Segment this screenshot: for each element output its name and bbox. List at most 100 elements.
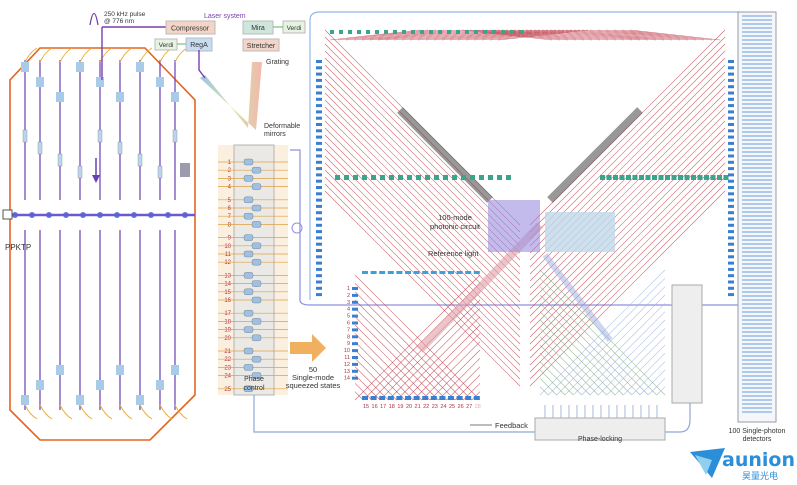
- waveguide-line: [377, 29, 469, 41]
- coupler: [465, 271, 472, 274]
- waveguide-line: [529, 169, 726, 366]
- coupler: [728, 217, 734, 221]
- waveguide-line: [529, 99, 726, 296]
- mode-number: 11: [225, 252, 232, 258]
- circuit-mode-number: 5: [347, 314, 350, 320]
- feedback-label: Feedback: [495, 421, 528, 430]
- waveguide-line: [354, 358, 397, 401]
- coupler: [422, 271, 429, 274]
- waveguide-line: [541, 29, 633, 41]
- phase-locking-label: Phase-locking: [578, 436, 622, 443]
- waveguide-line: [324, 85, 521, 282]
- coupler: [379, 271, 386, 274]
- mode-number: 4: [228, 185, 232, 191]
- beam-splitter: [375, 30, 379, 34]
- coupler: [728, 204, 734, 208]
- beam-splitter: [380, 175, 385, 180]
- beam-splitter-bank: [547, 107, 643, 203]
- phase-shifter: [251, 166, 262, 174]
- phase-shifter: [243, 288, 254, 295]
- coupler: [352, 321, 358, 325]
- coupler: [728, 173, 734, 177]
- waveguide-line: [539, 278, 657, 396]
- coupler: [316, 167, 322, 171]
- waveguide-line: [533, 29, 625, 41]
- circuit-mode-number: 26: [458, 404, 464, 410]
- waveguide-line: [354, 366, 389, 401]
- waveguide-line: [529, 43, 726, 240]
- beam-splitter: [613, 175, 618, 180]
- coupler: [728, 85, 734, 89]
- output-fiber: [59, 47, 73, 63]
- coupler: [316, 129, 322, 133]
- circuit-mode-number: 15: [363, 404, 369, 410]
- waveguide-line: [573, 303, 666, 396]
- output-fiber: [39, 404, 53, 420]
- coupler: [316, 85, 322, 89]
- deformable-label-2: mirrors: [264, 131, 286, 138]
- waveguide-line: [589, 29, 681, 41]
- circuit-mode-number: 17: [380, 404, 386, 410]
- beam-splitter: [425, 175, 430, 180]
- coupler: [352, 287, 358, 290]
- phase-shifter: [251, 242, 262, 250]
- waveguide-line: [581, 29, 673, 41]
- fiber-loop: [290, 149, 740, 306]
- beam-splitter: [335, 175, 340, 180]
- ppktp-crystal: [21, 395, 29, 405]
- waveguide-line: [509, 29, 601, 41]
- circuit-mode-number: 10: [344, 348, 350, 354]
- phase-shifter: [243, 385, 254, 392]
- waveguide-line: [324, 106, 521, 303]
- mode-number: 20: [224, 336, 231, 342]
- coupler: [316, 154, 322, 158]
- verdi-right-label: Verdi: [287, 25, 302, 32]
- phase-locking-box: [534, 417, 666, 441]
- detectors-label: 100 Single-photon: [729, 428, 786, 435]
- beam-splitter: [645, 175, 651, 180]
- phase-shifter: [243, 326, 254, 333]
- beam-splitter-bank: [397, 107, 493, 203]
- coupler: [728, 141, 734, 145]
- beam-splitter: [465, 30, 469, 34]
- waveguide-line: [529, 148, 726, 345]
- phase-shifter: [243, 234, 254, 241]
- waveguide-line: [529, 190, 726, 387]
- output-fiber: [139, 47, 153, 63]
- ppktp-crystal: [96, 380, 104, 390]
- coupler: [728, 223, 734, 227]
- output-fiber: [99, 47, 113, 63]
- verdi-left-label: Verdi: [159, 42, 174, 49]
- coupler: [352, 328, 358, 332]
- phase-shifter: [251, 318, 262, 325]
- waveguide-line: [324, 57, 521, 254]
- circuit-mode-number: 2: [347, 293, 350, 299]
- coupler: [316, 217, 322, 221]
- beam-splitter: [348, 30, 352, 34]
- coupler: [728, 192, 734, 196]
- coupler: [728, 198, 734, 202]
- waveguide-line: [354, 283, 472, 401]
- beam-splitter: [488, 175, 493, 180]
- waveguide-line: [539, 328, 607, 396]
- mode-number: 17: [224, 311, 231, 317]
- mode-number: 24: [224, 374, 231, 380]
- waveguide-line: [354, 333, 422, 401]
- waveguide-line: [413, 333, 481, 401]
- coupler: [316, 204, 322, 208]
- output-fiber: [79, 47, 93, 63]
- coupler: [352, 349, 358, 353]
- pulse-label: 250 kHz pulse: [104, 11, 146, 18]
- waveguide-line: [589, 319, 666, 396]
- waveguide-line: [501, 29, 593, 41]
- beam-path: [542, 253, 613, 342]
- mode-number: 25: [224, 387, 231, 393]
- waveguide-line: [539, 344, 591, 396]
- phase-shifter: [251, 372, 262, 379]
- beam-splitter: [501, 30, 505, 34]
- coupler: [728, 274, 734, 278]
- ppktp-crystal: [116, 365, 124, 375]
- waveguide-line: [471, 391, 481, 401]
- beam-splitter: [506, 175, 511, 180]
- beam-splitter: [691, 175, 696, 180]
